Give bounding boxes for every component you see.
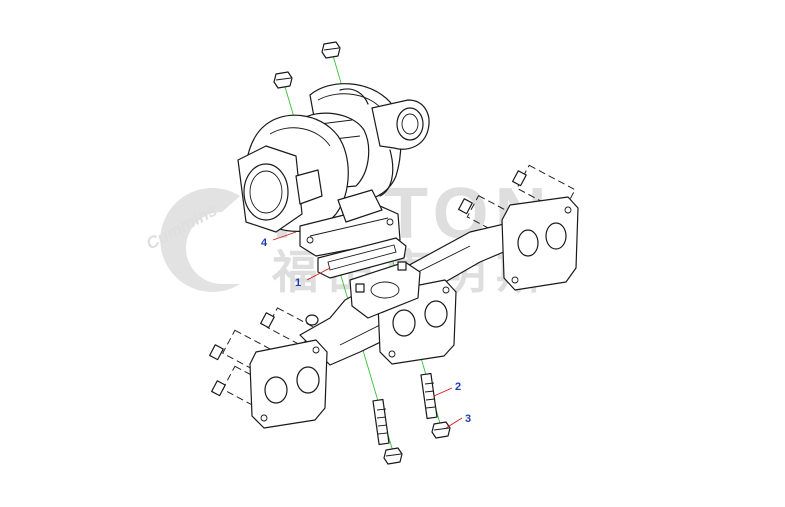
leader-3: [445, 417, 463, 429]
callout-1: 1: [295, 277, 301, 289]
turbocharger: [237, 83, 430, 257]
hex-nuts: [273, 41, 451, 465]
leader-lines: [272, 231, 463, 429]
stud-left: [372, 398, 390, 446]
manifold-flange-left: [249, 339, 328, 429]
manifold-turbo-pad: [349, 261, 421, 319]
stud-bolts: [372, 372, 438, 446]
leader-2: [433, 387, 453, 397]
compressor-outlet: [371, 99, 430, 150]
callouts: 1 2 3 4: [261, 237, 471, 425]
cummins-c-logo: [160, 188, 240, 292]
leader-1: [306, 267, 331, 281]
nut-top-left: [273, 71, 293, 89]
gasket: [317, 237, 407, 279]
callout-4: 4: [261, 237, 268, 249]
callout-2: 2: [455, 381, 461, 393]
nut-bottom-left: [383, 447, 403, 465]
callout-3: 3: [465, 413, 471, 425]
nut-top-right: [321, 41, 341, 59]
manifold-flange-right: [501, 196, 579, 291]
manifold-boss: [305, 314, 319, 326]
stud-right: [420, 372, 438, 420]
manifold-stud-ends: [209, 170, 527, 397]
nut-bottom-right: [431, 421, 451, 439]
exhaust-manifold: [209, 164, 579, 429]
wastegate: [295, 169, 323, 205]
leader-4: [272, 231, 297, 241]
